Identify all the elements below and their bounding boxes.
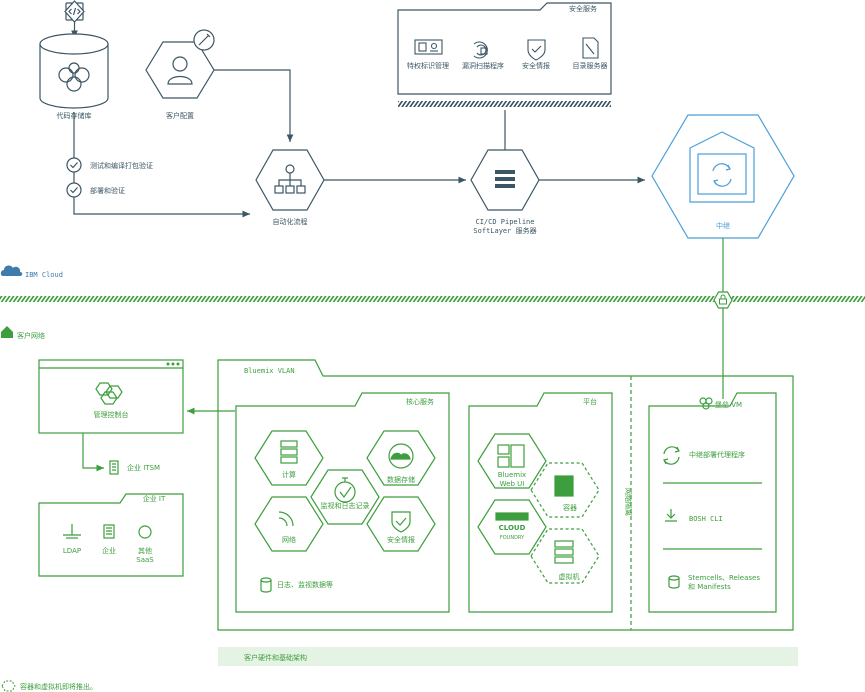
stemcells-line2: 和 Manifests (688, 582, 731, 591)
cicd-label-line2: SoftLayer 服务器 (473, 226, 536, 235)
proxy-repo-label: 代码存储库 (57, 111, 92, 120)
wrench-icon (193, 29, 215, 51)
security-intel-hexagon (366, 496, 436, 552)
vm-server-icon (554, 540, 574, 564)
cloud-icon (0, 265, 23, 276)
cloud-foundry-line1: CLOUD (499, 524, 526, 532)
bastion-panel (648, 392, 777, 613)
network-isolation-label: 网络隔离 (624, 488, 633, 516)
directory-document-icon (582, 37, 599, 59)
check-build-label: 测试和编译打包验证 (90, 161, 153, 170)
compute-label: 计算 (282, 470, 296, 479)
security-title: 安全服务 (569, 4, 597, 13)
network-label: 网络 (282, 535, 296, 544)
console-cluster-icon (95, 382, 123, 405)
bluemix-ui-line1: Bluemix (498, 471, 526, 479)
download-icon (665, 509, 677, 522)
repository-cylinder-icon (39, 33, 109, 109)
check-deploy-label: 部署和验证 (90, 186, 125, 195)
cloud-foundry-line2: FOUNDRY (500, 535, 525, 541)
client-config-label: 客户配置 (166, 111, 194, 120)
relay-label: 中继 (716, 221, 730, 230)
enterprise-item-saas: SaaS (136, 556, 154, 564)
security-item-1: 漏洞扫描程序 (462, 61, 504, 70)
management-console-window (38, 359, 184, 434)
monitor-label: 监视和日志记录 (321, 501, 370, 510)
enterprise-item-other: 其他 (138, 546, 152, 555)
cicd-label-line1: CI/CD Pipeline (475, 218, 534, 226)
security-intel-label: 安全情报 (387, 535, 415, 544)
logs-database-icon (260, 577, 272, 593)
check-build-icon (66, 157, 82, 173)
security-services-panel (397, 2, 612, 95)
bluemix-ui-hexagon (477, 433, 547, 489)
automation-hexagon (255, 149, 325, 211)
platform-panel (468, 392, 613, 613)
containers-label: 容器 (563, 503, 577, 512)
monitoring-logging-hexagon (310, 469, 380, 525)
logs-label: 日志、监视数据等 (277, 580, 333, 589)
customer-network-label: 客户网络 (17, 331, 45, 340)
console-label: 管理控制台 (94, 410, 129, 419)
saas-icon (138, 525, 152, 539)
stemcells-database-icon (668, 575, 680, 589)
security-item-3: 目录服务器 (573, 61, 608, 70)
platform-title: 平台 (583, 397, 597, 406)
cloud-foundry-hexagon (477, 499, 547, 555)
enterprise-it-panel (38, 493, 184, 577)
hardware-band (218, 647, 798, 666)
itsm-label: 企业 ITSM (127, 463, 160, 472)
data-storage-hexagon (366, 430, 436, 486)
core-title: 核心服务 (406, 397, 434, 406)
ibm-cloud-label: IBM Cloud (25, 271, 63, 279)
relay-hexagon (651, 114, 795, 239)
security-item-2: 安全情报 (522, 61, 550, 70)
stemcells-line1: Stemcells、Releases (688, 574, 760, 582)
ldap-icon (63, 524, 81, 539)
network-hexagon (254, 496, 324, 552)
enterprise-it-title: 企业 IT (143, 494, 166, 503)
security-item-0: 特权标识管理 (407, 61, 449, 70)
legend-dashed-hexagon (1, 680, 16, 692)
server-rack-icon (495, 170, 515, 188)
security-hatch (398, 101, 611, 107)
itsm-building-icon (109, 460, 119, 475)
core-services-panel (235, 392, 450, 613)
bluemix-vlan-panel (217, 359, 794, 631)
hardware-label: 客户硬件和基础架构 (244, 653, 307, 662)
bastion-title: 堡垒 VM (715, 400, 742, 409)
bastion-cluster-icon (699, 397, 713, 410)
enterprise-item-enterprise: 企业 (102, 546, 116, 555)
vms-label: 虚拟机 (559, 572, 580, 581)
enterprise-item-ldap: LDAP (63, 547, 81, 555)
enterprise-building-icon (103, 524, 115, 539)
relay-sync-icon (663, 446, 680, 465)
relay-agent-label: 中继部署代理程序 (689, 450, 745, 459)
window-dots (166, 362, 180, 366)
lock-icon (713, 291, 733, 309)
compute-hexagon (254, 430, 324, 486)
automation-label: 自动化流程 (273, 217, 308, 226)
storage-label: 数据存储 (387, 475, 415, 484)
scanner-icon (473, 41, 488, 59)
id-card-icon (414, 39, 443, 55)
network-divider (0, 296, 865, 302)
shield-check-icon (527, 39, 546, 61)
bluemix-ui-line2: Web UI (500, 480, 525, 488)
home-icon (1, 326, 13, 338)
bosh-label: BOSH CLI (689, 515, 723, 523)
legend-label: 容器和虚拟机即将推出。 (20, 682, 97, 691)
code-icon (64, 0, 85, 23)
vlan-title: Bluemix VLAN (244, 367, 295, 375)
container-stack-icon (554, 475, 574, 497)
check-deploy-icon (66, 182, 82, 198)
